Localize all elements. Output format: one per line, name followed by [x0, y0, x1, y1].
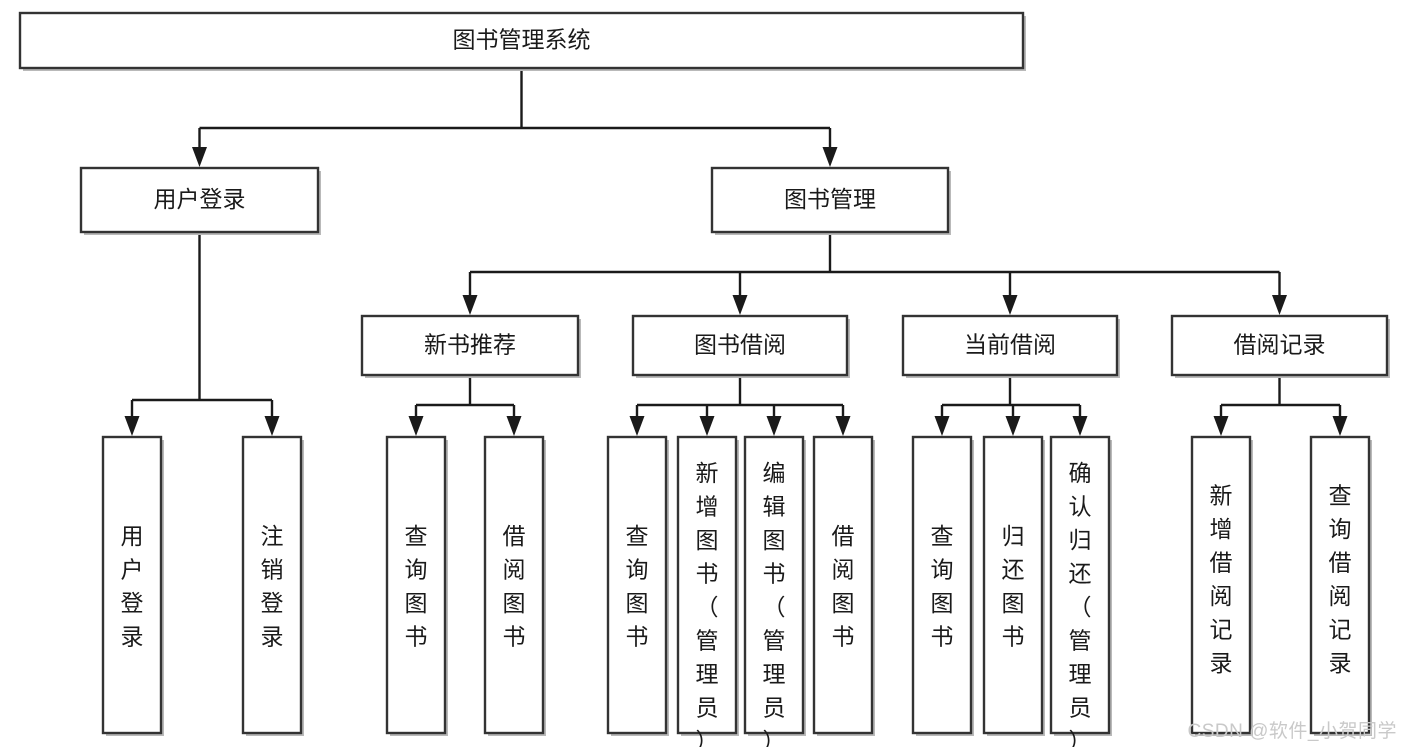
node-user-login[interactable]: 用户登录 — [79, 166, 321, 235]
node-layer: 图书管理系统用户登录图书管理新书推荐图书借阅当前借阅借阅记录用户登录注销登录查询… — [18, 11, 1390, 747]
arrow-head-icon — [835, 416, 851, 436]
node-label: 查询图书 — [626, 523, 649, 650]
arrow-head-icon — [1332, 416, 1348, 436]
node-leaf-query-book-2[interactable]: 查询图书 — [606, 435, 669, 736]
node-leaf-query-book-1[interactable]: 查询图书 — [385, 435, 448, 736]
node-label: 借阅图书 — [503, 523, 526, 650]
node-label: 用户登录 — [121, 523, 144, 650]
node-box — [1309, 435, 1371, 735]
arrow-head-icon — [699, 416, 715, 436]
node-leaf-confirm-return[interactable]: 确认归还（管理员） — [1049, 435, 1112, 747]
node-box — [606, 435, 668, 735]
node-leaf-query-book-3[interactable]: 查询图书 — [911, 435, 974, 736]
watermark-text: CSDN @软件_小贺同学 — [1187, 721, 1397, 742]
connector-layer — [124, 68, 1348, 436]
node-box — [241, 435, 303, 735]
arrow-head-icon — [462, 295, 478, 315]
arrow-head-icon — [629, 416, 645, 436]
node-current-borrow[interactable]: 当前借阅 — [901, 314, 1120, 378]
node-label: 确认归还（管理员） — [1069, 460, 1092, 747]
arrow-head-icon — [766, 416, 782, 436]
node-label: 图书管理 — [784, 186, 876, 212]
arrow-head-icon — [192, 147, 207, 167]
node-box — [1190, 435, 1252, 735]
node-label: 归还图书 — [1002, 523, 1025, 650]
arrow-head-icon — [1005, 416, 1021, 436]
node-label: 新书推荐 — [424, 332, 516, 358]
node-label: 编辑图书（管理员） — [763, 460, 786, 747]
node-book-borrow[interactable]: 图书借阅 — [631, 314, 850, 378]
node-label: 查询图书 — [405, 523, 428, 650]
node-label: 图书借阅 — [694, 332, 786, 358]
node-leaf-logout[interactable]: 注销登录 — [241, 435, 304, 736]
node-box — [385, 435, 447, 735]
node-leaf-user-login[interactable]: 用户登录 — [101, 435, 164, 736]
arrow-head-icon — [1072, 416, 1088, 436]
node-leaf-add-record[interactable]: 新增借阅记录 — [1190, 435, 1253, 736]
node-label: 当前借阅 — [964, 332, 1056, 358]
node-label: 图书管理系统 — [453, 27, 591, 53]
node-box — [18, 11, 1025, 70]
node-leaf-edit-book[interactable]: 编辑图书（管理员） — [743, 435, 806, 747]
node-label: 注销登录 — [261, 523, 284, 650]
node-box — [743, 435, 805, 735]
arrow-head-icon — [506, 416, 522, 436]
arrow-head-icon — [408, 416, 424, 436]
node-leaf-return-book[interactable]: 归还图书 — [982, 435, 1045, 736]
node-label: 查询图书 — [931, 523, 954, 650]
node-box — [483, 435, 545, 735]
node-label: 新增借阅记录 — [1210, 483, 1233, 677]
node-box — [1049, 435, 1111, 735]
node-leaf-borrow-book-1[interactable]: 借阅图书 — [483, 435, 546, 736]
arrow-head-icon — [1213, 416, 1229, 436]
arrow-head-icon — [822, 147, 838, 167]
arrow-head-icon — [934, 416, 950, 436]
node-label: 借阅图书 — [832, 523, 855, 650]
node-leaf-add-book[interactable]: 新增图书（管理员） — [676, 435, 739, 747]
node-label: 新增图书（管理员） — [696, 460, 719, 747]
arrow-head-icon — [264, 416, 280, 436]
node-box — [360, 314, 580, 377]
node-label: 用户登录 — [154, 186, 246, 212]
node-box — [676, 435, 738, 735]
node-box — [911, 435, 973, 735]
node-box — [79, 166, 320, 234]
node-borrow-record[interactable]: 借阅记录 — [1170, 314, 1390, 378]
arrow-head-icon — [1272, 295, 1287, 315]
node-box — [1170, 314, 1389, 377]
node-box — [710, 166, 950, 234]
arrow-head-icon — [1002, 295, 1018, 315]
node-leaf-query-record[interactable]: 查询借阅记录 — [1309, 435, 1372, 736]
node-book-manage[interactable]: 图书管理 — [710, 166, 951, 235]
node-new-book-rec[interactable]: 新书推荐 — [360, 314, 581, 378]
node-box — [812, 435, 874, 735]
node-box — [631, 314, 849, 377]
node-root[interactable]: 图书管理系统 — [18, 11, 1026, 71]
node-box — [982, 435, 1044, 735]
node-box — [901, 314, 1119, 377]
arrow-head-icon — [124, 416, 140, 436]
node-leaf-borrow-book-2[interactable]: 借阅图书 — [812, 435, 875, 736]
arrow-head-icon — [732, 295, 748, 315]
node-box — [101, 435, 163, 735]
node-label: 借阅记录 — [1234, 332, 1326, 358]
node-label: 查询借阅记录 — [1329, 483, 1352, 677]
